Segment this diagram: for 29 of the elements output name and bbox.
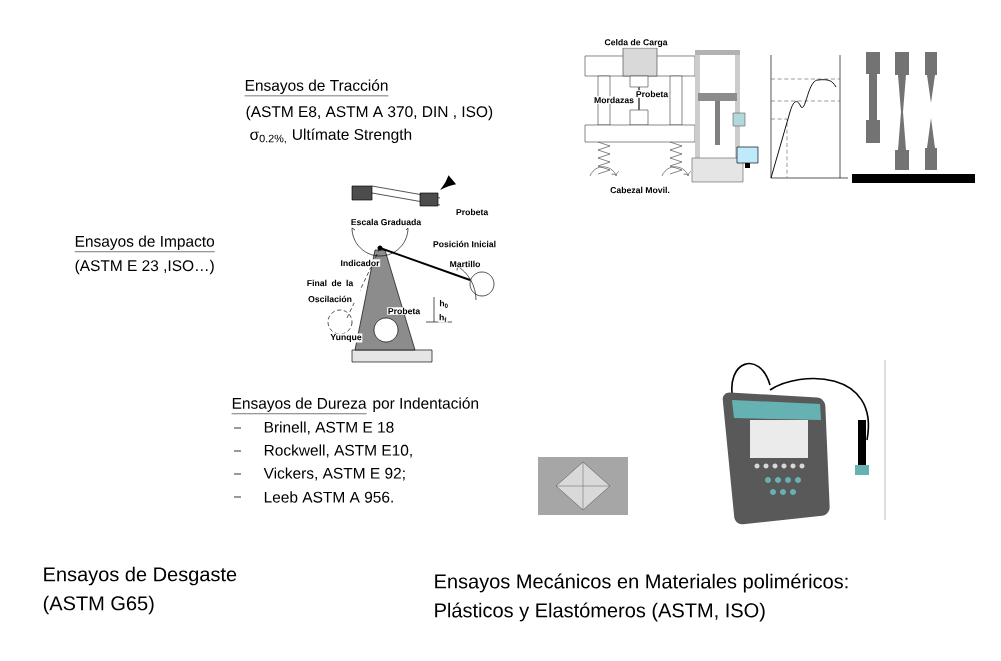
diagram-label: Mordazas — [593, 96, 635, 104]
text-line: Plásticos y Elastómeros (ASTM, ISO) — [435, 602, 765, 622]
diagram-label: Probeta — [455, 208, 489, 216]
text-line: (ASTM E 23 ,ISO…) — [75, 259, 214, 275]
text-line: (ASTM G65) — [43, 595, 154, 615]
diagram-label: Yunque — [329, 333, 363, 343]
bullet-item: Brinell, ASTM E 18 — [264, 421, 394, 435]
text-line: (ASTM E8, ASTM A 370, DIN , ISO) — [246, 105, 493, 121]
diagram-label: Escala Graduada — [350, 218, 422, 226]
diagram-label: Indicador — [339, 259, 381, 267]
diagram-label: Final de la Oscilación — [300, 279, 360, 303]
diagram-label: h$_{0}$ — [438, 299, 450, 309]
text-line: por Indentación — [373, 397, 479, 412]
diagram-label: Probeta — [387, 307, 421, 315]
diagram-label: Cabezal Movil. — [609, 186, 671, 194]
text-line: Ensayos de Desgaste — [44, 566, 237, 586]
bullet-item: Rockwell, ASTM E10, — [264, 444, 412, 458]
diagram-label: Martillo — [448, 260, 482, 268]
bullet-item: Leeb ASTM A 956. — [264, 491, 393, 503]
heading: Ensayos de Tracción — [244, 79, 389, 97]
heading: Ensayos de Impacto — [74, 235, 215, 252]
diagram-label: Celda de Carga — [603, 38, 669, 48]
heading: Ensayos de Dureza — [231, 397, 367, 414]
bullet-item: Vickers, ASTM E 92; — [263, 467, 405, 481]
text-line: σ$_{0.2%,}$ Ultímate Strength — [250, 128, 412, 144]
diagram-label: Probeta — [635, 90, 669, 98]
diagram-label: Posición Inicial — [432, 240, 497, 248]
diagram-label: h$_{f}$ — [438, 313, 448, 323]
text-line: Ensayos Mecánicos en Materiales poliméricos: — [435, 573, 848, 593]
